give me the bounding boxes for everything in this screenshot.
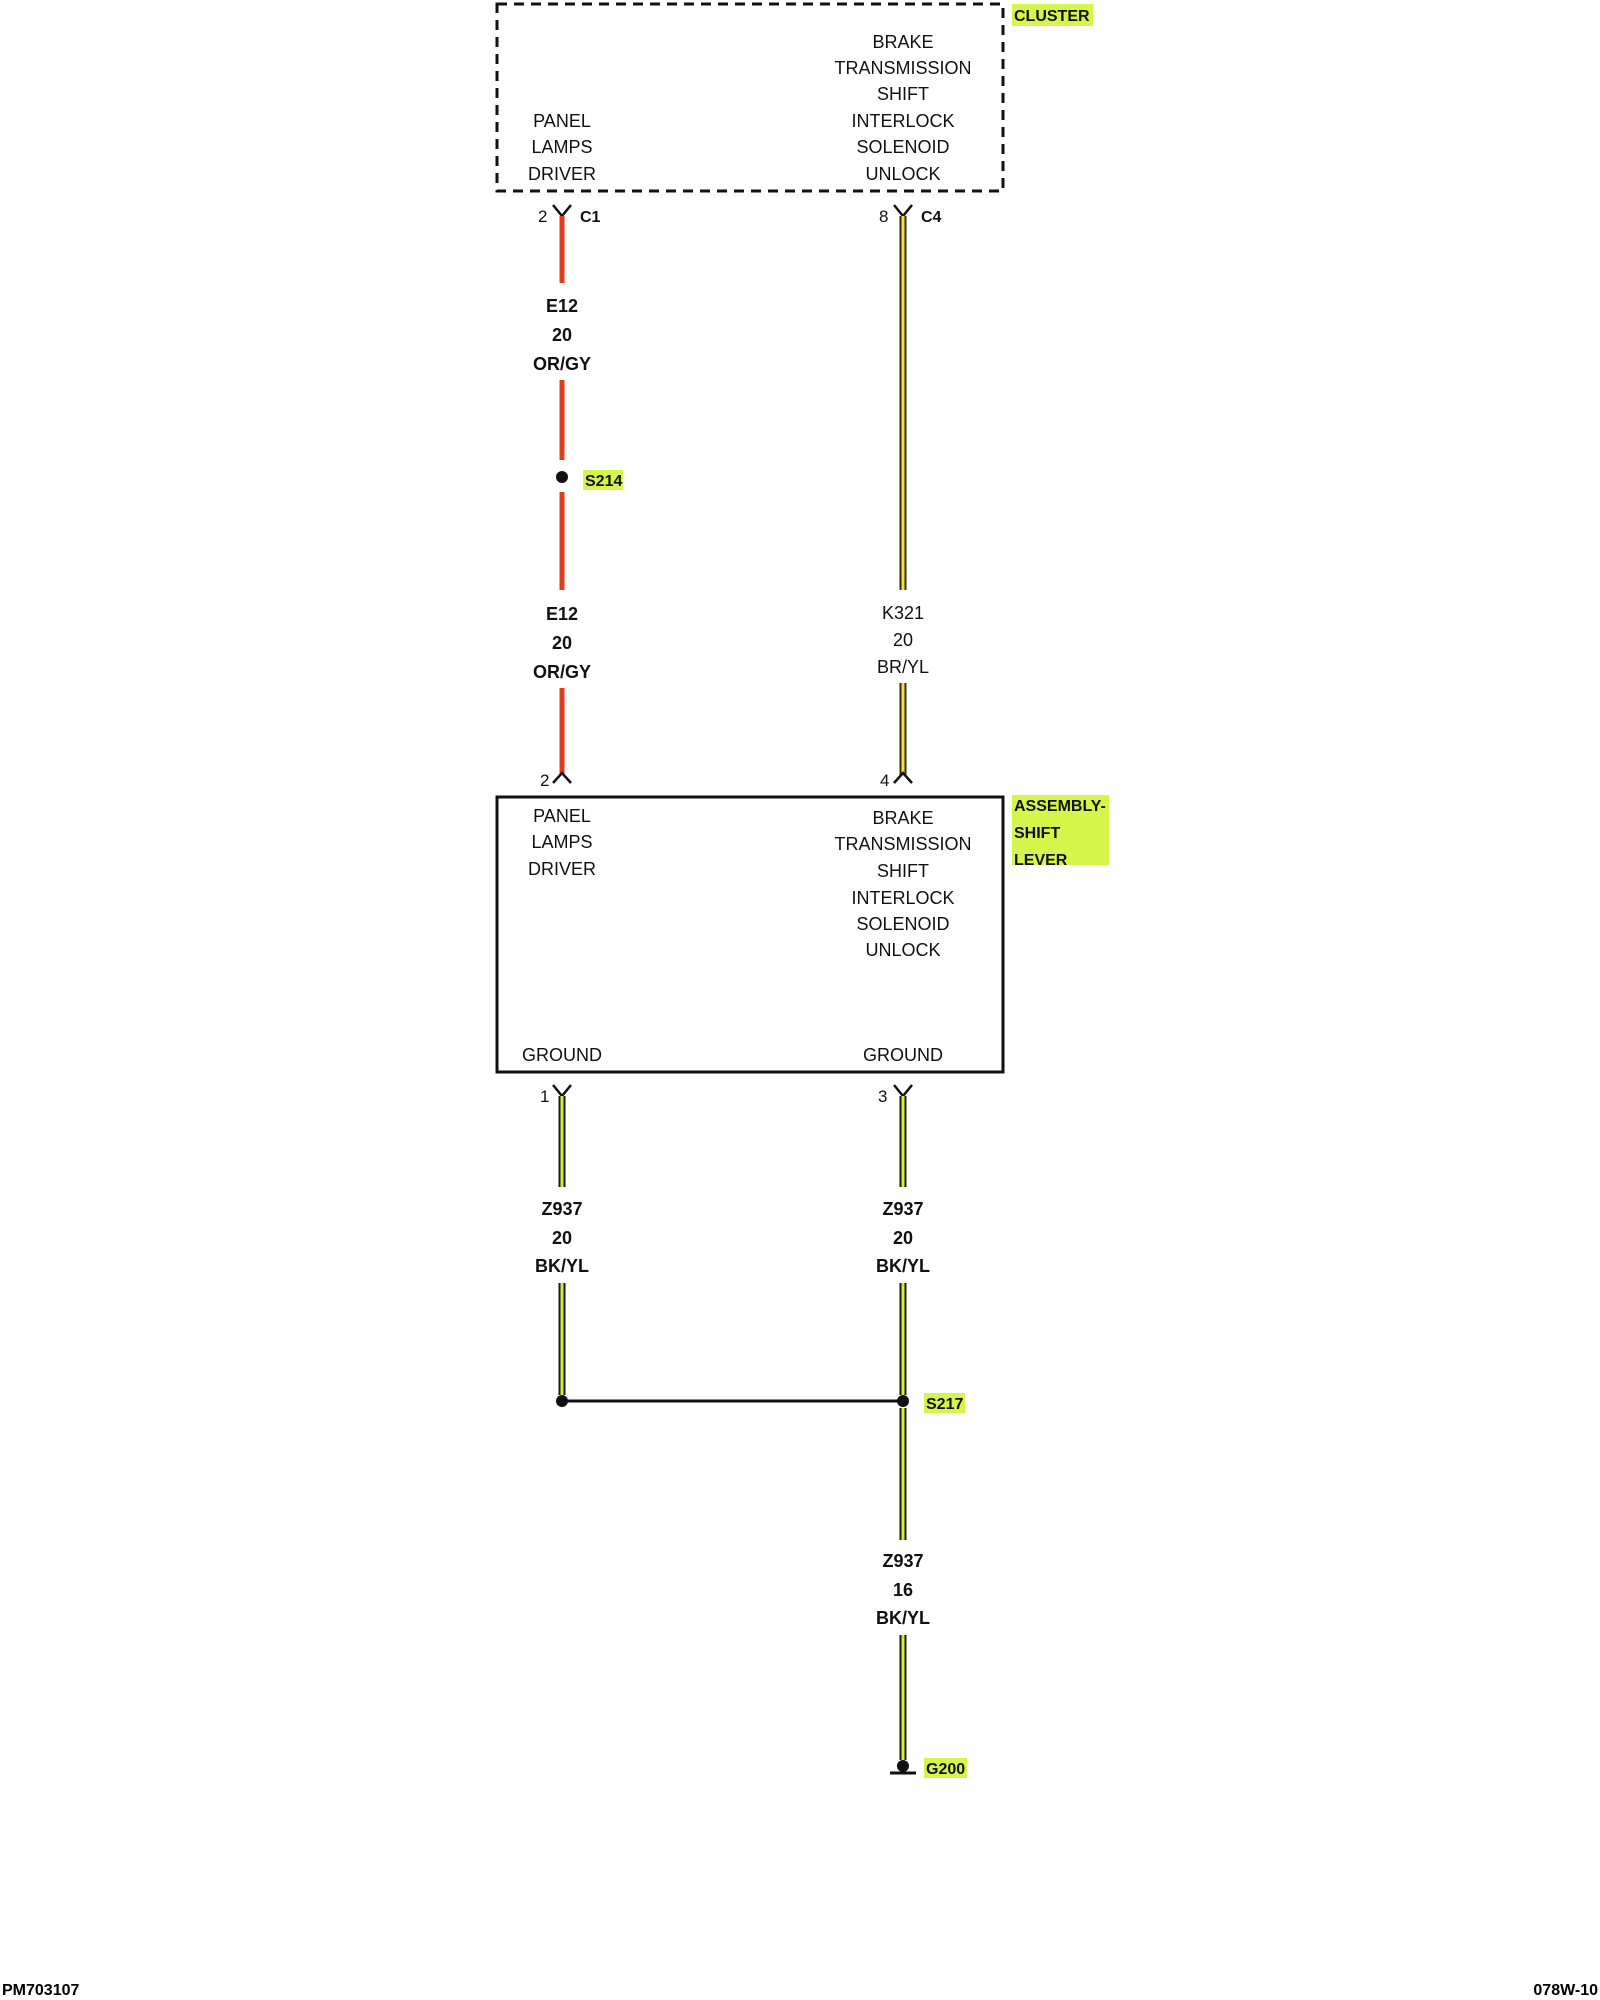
svg-text:BRAKE: BRAKE xyxy=(872,32,933,52)
wire-label-k321: K321 20 BR/YL xyxy=(877,603,929,677)
svg-text:20: 20 xyxy=(552,633,572,653)
svg-text:INTERLOCK: INTERLOCK xyxy=(851,111,954,131)
cluster-box xyxy=(495,2,1005,193)
svg-text:LAMPS: LAMPS xyxy=(531,137,592,157)
svg-text:PANEL: PANEL xyxy=(533,806,591,826)
pin-number-lever-2: 2 xyxy=(540,771,549,790)
splice-s217-label: S217 xyxy=(926,1396,963,1413)
svg-text:BK/YL: BK/YL xyxy=(535,1256,589,1276)
wire-label-e12-upper: E12 20 OR/GY xyxy=(533,296,591,374)
shift-lever-ground-right: GROUND xyxy=(863,1045,943,1065)
cluster-left-function: PANEL LAMPS DRIVER xyxy=(528,111,596,184)
cluster-right-function: BRAKE TRANSMISSION SHIFT INTERLOCK SOLEN… xyxy=(834,32,971,184)
shift-lever-box xyxy=(495,795,1005,1074)
pin-number-lever-3: 3 xyxy=(878,1087,887,1106)
svg-text:20: 20 xyxy=(552,325,572,345)
connector-c1: C1 xyxy=(580,209,601,226)
cluster-name: CLUSTER xyxy=(1014,8,1090,25)
svg-text:INTERLOCK: INTERLOCK xyxy=(851,888,954,908)
svg-text:Z937: Z937 xyxy=(882,1199,923,1219)
footer-left-code: PM703107 xyxy=(2,1982,79,1999)
svg-text:K321: K321 xyxy=(882,603,924,623)
splice-s214-highlight xyxy=(583,470,623,490)
ground-g200-symbol xyxy=(890,1760,916,1775)
svg-text:20: 20 xyxy=(893,630,913,650)
ground-g200-highlight xyxy=(924,1758,967,1778)
shift-lever-left-function: PANEL LAMPS DRIVER xyxy=(528,806,596,879)
wire-label-z937-right: Z937 20 BK/YL xyxy=(876,1199,930,1276)
svg-text:DRIVER: DRIVER xyxy=(528,164,596,184)
svg-text:E12: E12 xyxy=(546,296,578,316)
svg-text:E12: E12 xyxy=(546,604,578,624)
svg-text:DRIVER: DRIVER xyxy=(528,859,596,879)
svg-text:BR/YL: BR/YL xyxy=(877,657,929,677)
pin-number-c4: 8 xyxy=(879,207,888,226)
wire-label-e12-lower: E12 20 OR/GY xyxy=(533,604,591,682)
svg-text:SHIFT: SHIFT xyxy=(877,84,929,104)
pin-number-lever-1: 1 xyxy=(540,1087,549,1106)
cluster-name-highlight xyxy=(1012,4,1093,26)
ground-g200-label: G200 xyxy=(926,1761,965,1778)
svg-text:20: 20 xyxy=(552,1228,572,1248)
splice-s217-dot xyxy=(897,1395,909,1407)
footer-right-code: 078W-10 xyxy=(1533,1982,1598,1999)
svg-text:PANEL: PANEL xyxy=(533,111,591,131)
svg-text:SOLENOID: SOLENOID xyxy=(856,914,949,934)
svg-text:SHIFT: SHIFT xyxy=(1014,825,1060,842)
wire-label-z937-main: Z937 16 BK/YL xyxy=(876,1551,930,1628)
wire-label-z937-left: Z937 20 BK/YL xyxy=(535,1199,589,1276)
pin-symbol-lever-4 xyxy=(893,771,913,784)
svg-text:20: 20 xyxy=(893,1228,913,1248)
shift-lever-name-highlight xyxy=(1012,795,1109,865)
svg-text:BRAKE: BRAKE xyxy=(872,808,933,828)
splice-s217-highlight xyxy=(924,1393,965,1413)
svg-text:OR/GY: OR/GY xyxy=(533,662,591,682)
svg-text:SOLENOID: SOLENOID xyxy=(856,137,949,157)
svg-text:16: 16 xyxy=(893,1580,913,1600)
svg-text:Z937: Z937 xyxy=(541,1199,582,1219)
shift-lever-name: ASSEMBLY- SHIFT LEVER xyxy=(1014,798,1106,869)
pin-number-c1: 2 xyxy=(538,207,547,226)
svg-text:UNLOCK: UNLOCK xyxy=(865,940,940,960)
splice-s214-dot xyxy=(556,471,568,483)
svg-text:OR/GY: OR/GY xyxy=(533,354,591,374)
svg-text:TRANSMISSION: TRANSMISSION xyxy=(834,834,971,854)
pin-symbol-c4 xyxy=(893,204,913,218)
svg-text:ASSEMBLY-: ASSEMBLY- xyxy=(1014,798,1106,815)
svg-text:Z937: Z937 xyxy=(882,1551,923,1571)
splice-s217-left-dot xyxy=(556,1395,568,1407)
pin-symbol-lever-1 xyxy=(552,1084,572,1098)
svg-text:LEVER: LEVER xyxy=(1014,852,1068,869)
svg-text:LAMPS: LAMPS xyxy=(531,832,592,852)
splice-s214-label: S214 xyxy=(585,473,622,490)
svg-text:BK/YL: BK/YL xyxy=(876,1256,930,1276)
shift-lever-ground-left: GROUND xyxy=(522,1045,602,1065)
pin-symbol-c1 xyxy=(552,204,572,218)
pin-symbol-lever-2 xyxy=(552,771,572,784)
svg-text:BK/YL: BK/YL xyxy=(876,1608,930,1628)
shift-lever-right-function: BRAKE TRANSMISSION SHIFT INTERLOCK SOLEN… xyxy=(834,808,971,960)
pin-number-lever-4: 4 xyxy=(880,771,889,790)
connector-c4: C4 xyxy=(921,209,942,226)
pin-symbol-lever-3 xyxy=(893,1084,913,1098)
svg-text:SHIFT: SHIFT xyxy=(877,861,929,881)
svg-text:UNLOCK: UNLOCK xyxy=(865,164,940,184)
svg-text:TRANSMISSION: TRANSMISSION xyxy=(834,58,971,78)
